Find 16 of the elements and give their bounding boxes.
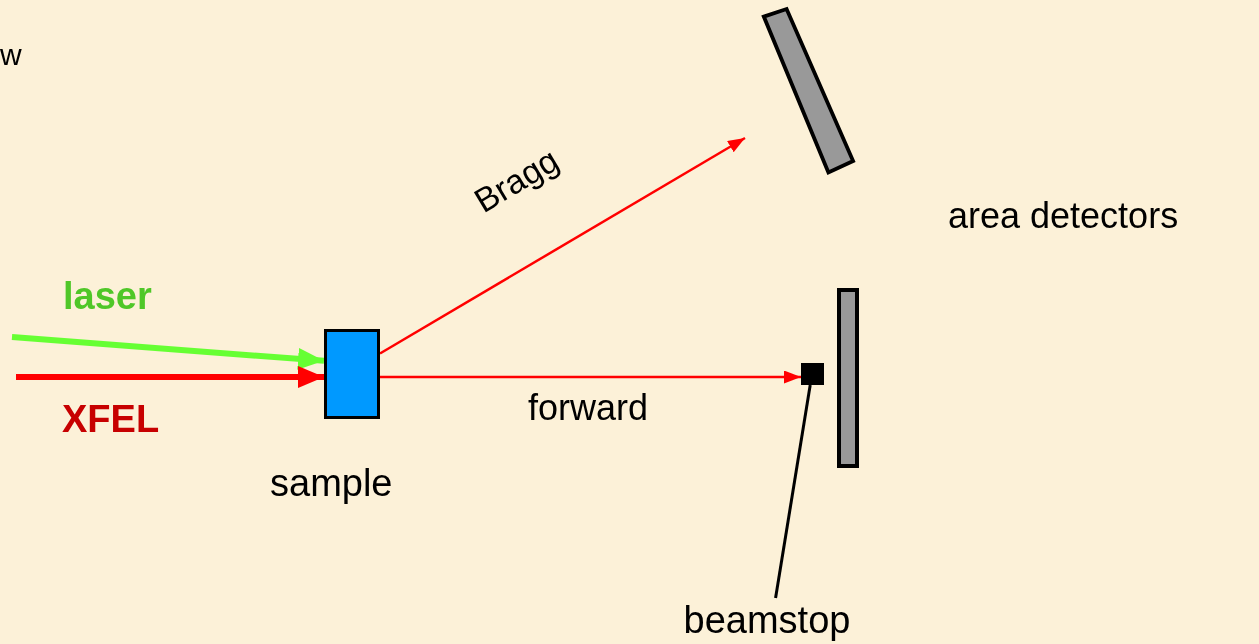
detector-panel	[758, 6, 856, 178]
edge-label: laser	[63, 277, 152, 315]
text-fragment: w	[0, 40, 22, 70]
beamstop-label: beamstop	[662, 598, 872, 642]
detector-panel	[837, 288, 859, 468]
leader-line	[774, 384, 812, 599]
caption: area detectors	[948, 198, 1179, 234]
arrow	[16, 366, 324, 388]
edge-label: forward	[528, 390, 649, 426]
arrow	[11, 334, 325, 370]
edge-label: XFEL	[62, 400, 160, 438]
sample-box	[324, 329, 380, 419]
sample-label: sample	[270, 464, 393, 502]
arrow	[379, 136, 746, 355]
arrow	[380, 370, 801, 384]
beamstop-block	[801, 363, 824, 385]
